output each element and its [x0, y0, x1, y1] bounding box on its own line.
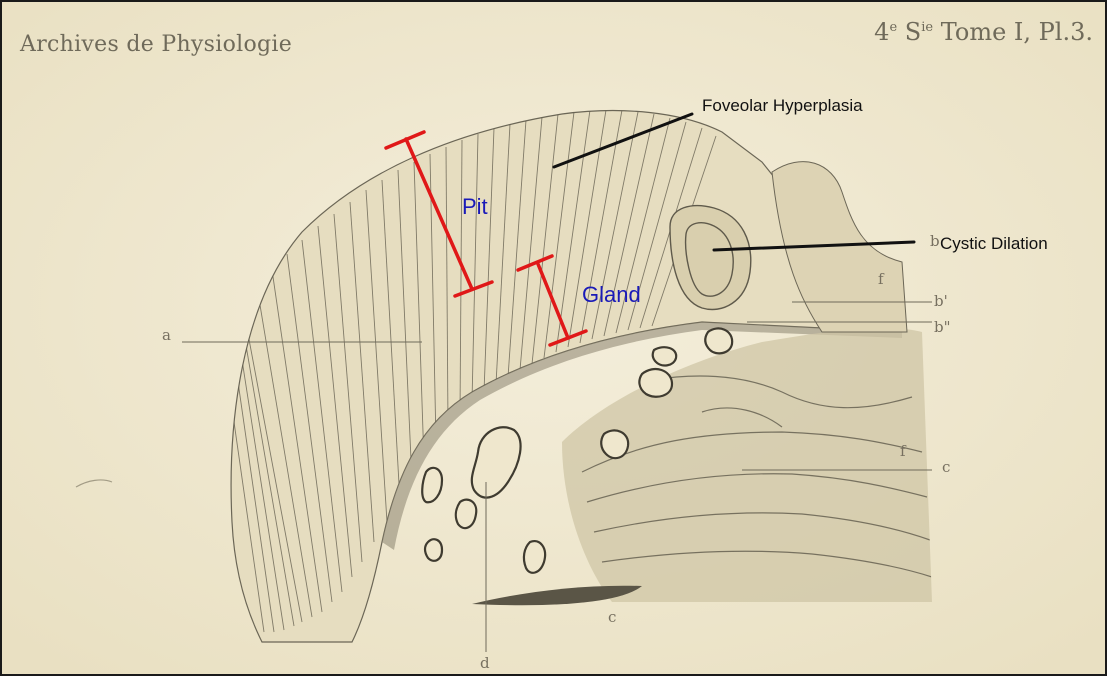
letter-b-double-prime: b" [934, 318, 951, 336]
series-number: 4 [874, 18, 889, 46]
letter-c-right: c [942, 458, 950, 476]
letter-b-prime: b' [934, 292, 948, 310]
tome-plate: Tome I, Pl.3. [933, 18, 1093, 46]
series-sup-1: e [889, 20, 897, 35]
journal-title: Archives de Physiologie [20, 32, 292, 57]
series-mid: S [897, 18, 921, 46]
series-sup-2: ie [921, 20, 933, 35]
plate-reference: 4e Sie Tome I, Pl.3. [874, 18, 1093, 46]
cystic-dilation-label: Cystic Dilation [940, 234, 1048, 254]
pit-label: Pit [462, 194, 488, 220]
letter-a: a [162, 326, 171, 344]
letter-d: d [480, 654, 490, 672]
letter-b: b [930, 232, 940, 250]
foveolar-hyperplasia-label: Foveolar Hyperplasia [702, 96, 863, 116]
gland-label: Gland [582, 282, 641, 308]
letter-f-upper: f [878, 270, 884, 288]
letter-c-bottom: c [608, 608, 616, 626]
letter-f-middle: f [900, 442, 906, 460]
